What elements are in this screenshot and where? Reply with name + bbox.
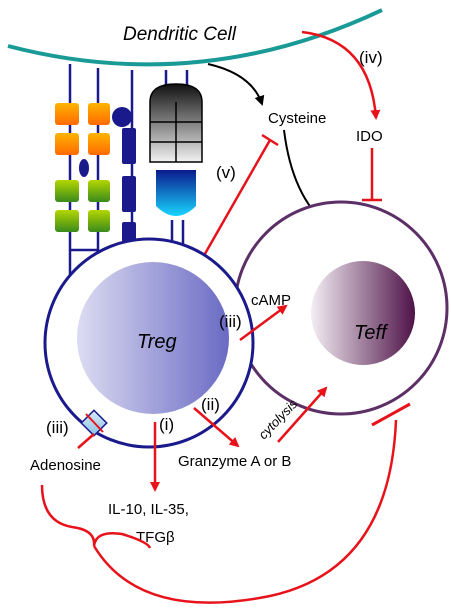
dc-to-cysteine-arrow (207, 63, 265, 106)
treg-label: Treg (137, 331, 177, 353)
step-v-label: (v) (216, 163, 236, 182)
adenosine-arrow (77, 433, 95, 449)
il10-il35-label: IL-10, IL-35, (108, 501, 189, 518)
treg-to-granzyme-arrow (193, 407, 240, 448)
step-iii-camp-label: (iii) (219, 312, 242, 331)
ido-inhibits-teff (362, 148, 382, 202)
dendritic-cell-label: Dendritic Cell (123, 24, 237, 45)
granzyme-cytolysis-arrow (277, 386, 328, 443)
ido-label: IDO (356, 128, 383, 145)
teff-nucleus (311, 261, 415, 365)
tgfb-label: TFGβ (136, 529, 175, 546)
dc-to-ido-arrow (301, 30, 381, 120)
treg-inhibits-cysteine (196, 133, 279, 267)
treg-nucleus (77, 262, 229, 414)
ligand-bead (112, 107, 132, 127)
step-iv-label: (iv) (359, 48, 383, 67)
step-iii-adenosine-label: (iii) (46, 418, 69, 437)
cytolysis-label: cytolysis (255, 396, 300, 442)
cysteine-label: Cysteine (268, 110, 326, 127)
adenosine-label: Adenosine (30, 457, 101, 474)
blue-receptor-chain (122, 128, 136, 242)
treg-to-camp-arrow (239, 304, 288, 342)
teff-label: Teff (354, 322, 389, 344)
step-i-label: (i) (159, 415, 174, 434)
ectoenzyme-cross-red (85, 413, 104, 433)
costimulatory-receptor-pair (55, 103, 132, 232)
dendritic-cell-membrane (7, 8, 383, 67)
camp-label: cAMP (251, 292, 291, 309)
teff-inhibition-bar (371, 402, 411, 427)
mhc-tcr-complex (149, 83, 203, 216)
ligand-bead-small (79, 159, 89, 177)
step-ii-label: (ii) (201, 395, 220, 414)
granzyme-label: Granzyme A or B (178, 453, 291, 470)
soluble-factors-inhibit-teff (92, 419, 398, 604)
